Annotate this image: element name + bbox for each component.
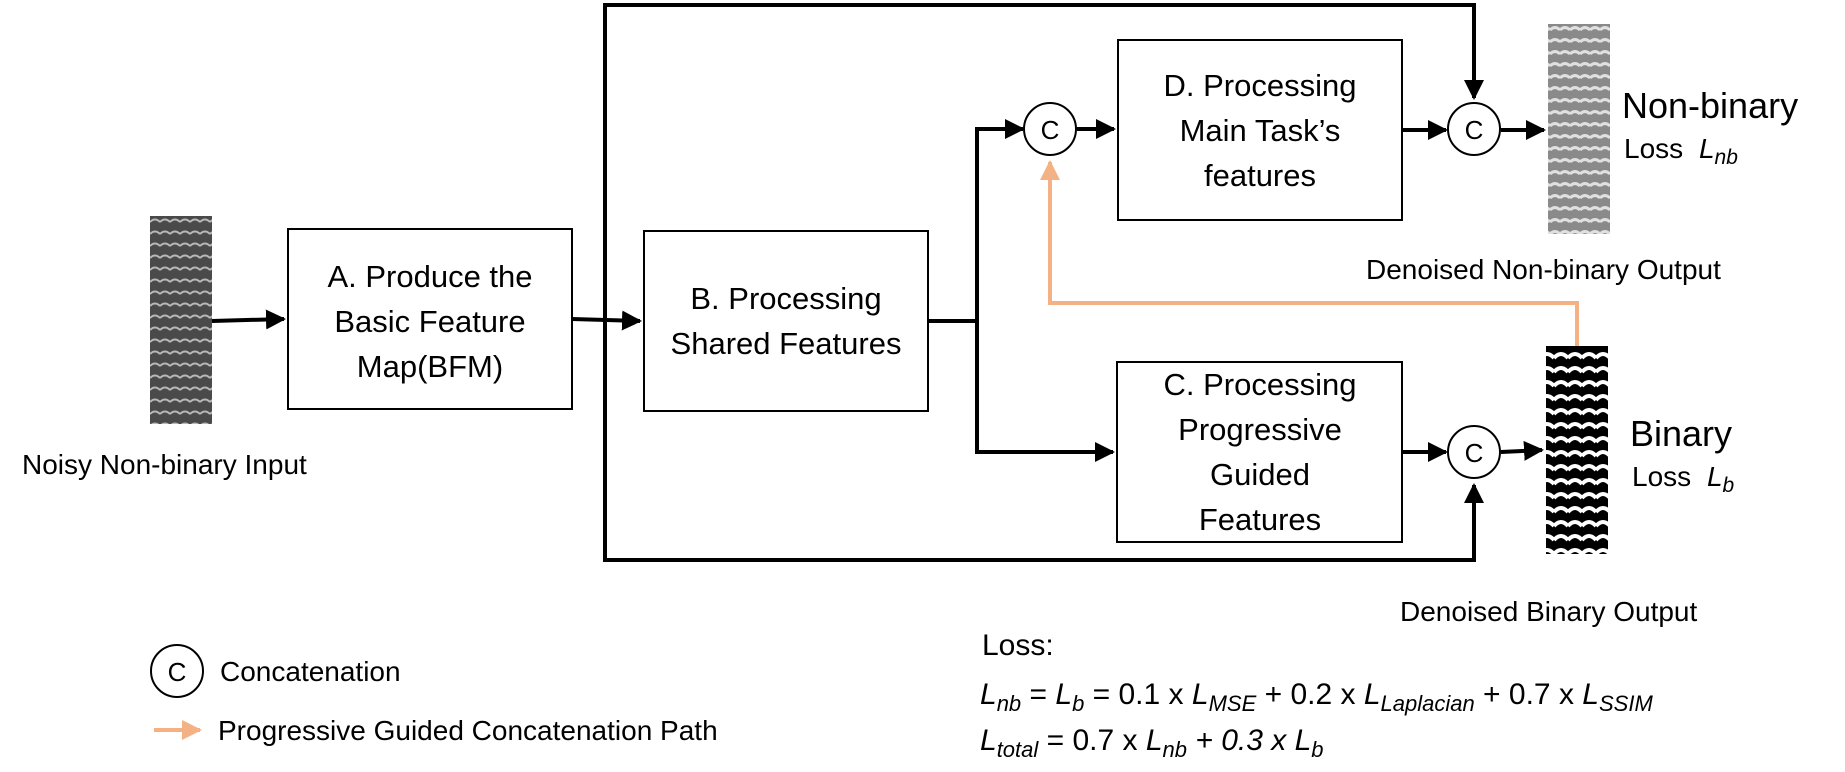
box-a-produce-bfm [287,228,573,410]
noisy-input-image [150,216,212,424]
progressive-guided-path [1040,160,1579,346]
box-d-line-3: features [1204,158,1316,193]
nonbinary-loss-word: Loss [1624,133,1683,164]
skip-top-path [603,3,1484,319]
b-to-c-top [975,119,1025,321]
nonbinary-loss-L: L [1699,133,1715,164]
legend-concatenation-label: Concatenation [220,656,401,687]
box-a-line-3: Map(BFM) [357,349,503,384]
nonbinary-loss-label: Loss Lnb [1624,133,1738,169]
legend: C Concatenation Progressive Guided Conca… [150,644,718,746]
box-c-progressive-guided [1116,361,1403,543]
nonbinary-title: Non-binary [1622,85,1798,126]
loss-title: Loss: [982,629,1054,662]
box-d-line-2: Main Task’s [1180,113,1341,148]
loss-line-1: Lnb = Lb = 0.1 x LMSE + 0.2 x LLaplacian… [980,678,1653,716]
b-to-box-c [975,321,1115,462]
legend-concat-circle [150,644,204,698]
box-d-main-task [1117,39,1403,221]
loss-formulas: Loss: Lnb = Lb = 0.1 x LMSE + 0.2 x LLap… [980,629,1653,762]
box-b-shared-features [643,230,929,412]
binary-loss-word: Loss [1632,461,1691,492]
binary-loss-sub: b [1723,474,1735,497]
box-c-line-3: Guided [1210,457,1310,492]
box-c-line-1: C. Processing [1164,367,1357,402]
connectors [211,3,1546,562]
concat-bottom-symbol: C [1465,438,1484,468]
box-c-line-2: Progressive [1178,412,1342,447]
arrow-input-to-a [211,309,286,330]
legend-concat-symbol: C [168,657,187,687]
concat-top: C [1023,102,1077,156]
concat-right-symbol: C [1465,115,1484,145]
box-a-line-1: A. Produce the [327,259,532,294]
concat-top-symbol: C [1041,115,1060,145]
box-d-line-1: D. Processing [1164,68,1357,103]
box-c-line-4: Features [1199,502,1321,537]
concat-bottom: C [1447,425,1501,479]
nonbinary-output-image [1548,24,1610,234]
box-b-line-1: B. Processing [690,281,881,316]
concat-bottom-to-binary [1500,440,1544,461]
nonbinary-loss-sub: nb [1715,146,1739,169]
loss-line-2: Ltotal = 0.7 x Lnb + 0.3 x Lb [980,724,1324,762]
box-b-line-2: Shared Features [671,326,902,361]
concat-right: C [1447,102,1501,156]
box-a-line-2: Basic Feature [334,304,525,339]
binary-loss-L: L [1707,461,1723,492]
nonbinary-output-label: Denoised Non-binary Output [1366,254,1721,285]
skip-bottom-path [603,319,1484,562]
binary-loss-label: Loss Lb [1632,461,1735,497]
binary-title: Binary [1630,413,1732,454]
binary-output-image [1546,346,1608,554]
input-label: Noisy Non-binary Input [22,449,307,480]
legend-guided-label: Progressive Guided Concatenation Path [218,715,718,746]
binary-output-label: Denoised Binary Output [1400,596,1698,627]
